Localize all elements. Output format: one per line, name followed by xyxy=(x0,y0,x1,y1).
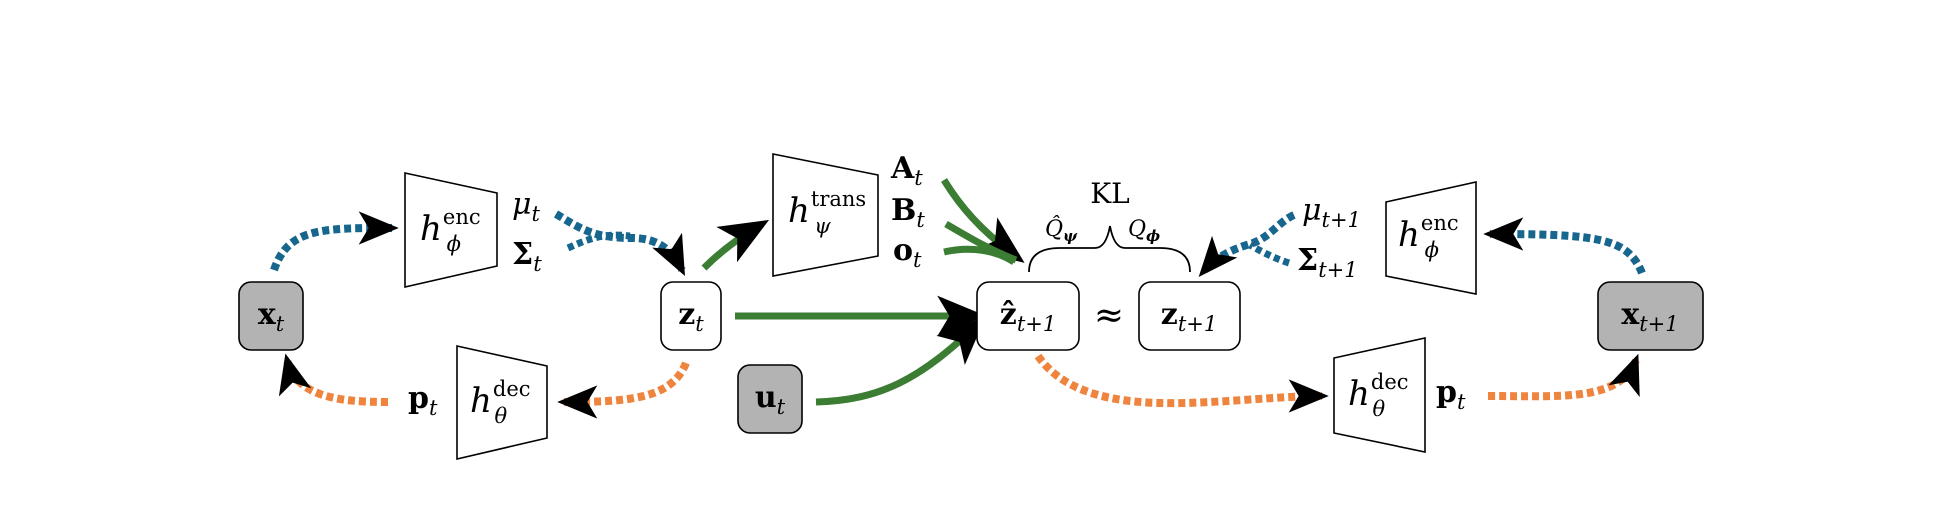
label-o-t: ot xyxy=(893,233,922,272)
arrow-sigma-to-zt xyxy=(566,231,631,252)
node-zt-box xyxy=(660,281,722,351)
node-zhat-box xyxy=(976,281,1080,351)
label-mu-t: μt xyxy=(512,187,541,226)
q-label: Qϕ xyxy=(1128,217,1160,245)
node-zt1-box xyxy=(1138,281,1241,351)
arrow-zt-to-transition xyxy=(701,219,770,271)
arrow-xt1-to-encoder xyxy=(1483,217,1646,275)
transition-trapezoid xyxy=(772,153,879,277)
node-xt-box xyxy=(238,281,304,351)
arrow-mu1-to-zt1 xyxy=(1198,211,1296,278)
arrow-zt-to-decoder xyxy=(557,361,690,419)
decoder-left-trapezoid xyxy=(456,345,548,461)
kl-brace xyxy=(1028,225,1191,273)
arrow-ut-to-zhat xyxy=(815,316,986,406)
node-zt1: zt+1 xyxy=(1161,297,1217,336)
label-B-t: Bt xyxy=(891,193,925,232)
label-A-t: At xyxy=(890,151,923,190)
arrow-zhat-to-decoder xyxy=(1034,353,1329,413)
qhat-label: Q̂ψ xyxy=(1045,216,1078,245)
label-sigma-t1: Σt+1 xyxy=(1297,243,1358,282)
node-xt: xt xyxy=(258,297,285,336)
label-sigma-t: Σt xyxy=(512,237,542,276)
node-zt: zt xyxy=(678,297,704,336)
arrow-pt-to-xt xyxy=(278,353,389,406)
node-ut-box xyxy=(737,364,803,434)
node-zhat: ẑt+1 xyxy=(1000,297,1056,336)
label-p-t-right: pt xyxy=(1436,375,1466,414)
label-p-t-left: pt xyxy=(408,381,438,420)
node-ut: ut xyxy=(755,380,786,419)
arrow-At-to-zhat xyxy=(941,178,1025,263)
node-xt1-box xyxy=(1597,281,1704,351)
decoder-right-trapezoid xyxy=(1333,337,1426,453)
encoder-right-trapezoid xyxy=(1385,181,1477,295)
label-mu-t1: μt+1 xyxy=(1302,193,1361,232)
approx-symbol: ≈ xyxy=(1094,295,1124,336)
arrow-pt-to-xt1 xyxy=(1487,353,1640,401)
arrow-sigma1-to-zt1 xyxy=(1248,241,1291,267)
arrow-mu-to-zt xyxy=(553,210,686,276)
arrow-ot-to-zhat xyxy=(943,245,1016,265)
node-xt1: xt+1 xyxy=(1621,297,1678,336)
kl-label: KL xyxy=(1090,177,1130,210)
encoder-left-trapezoid xyxy=(404,172,498,289)
arrow-xt-to-encoder xyxy=(270,211,399,272)
